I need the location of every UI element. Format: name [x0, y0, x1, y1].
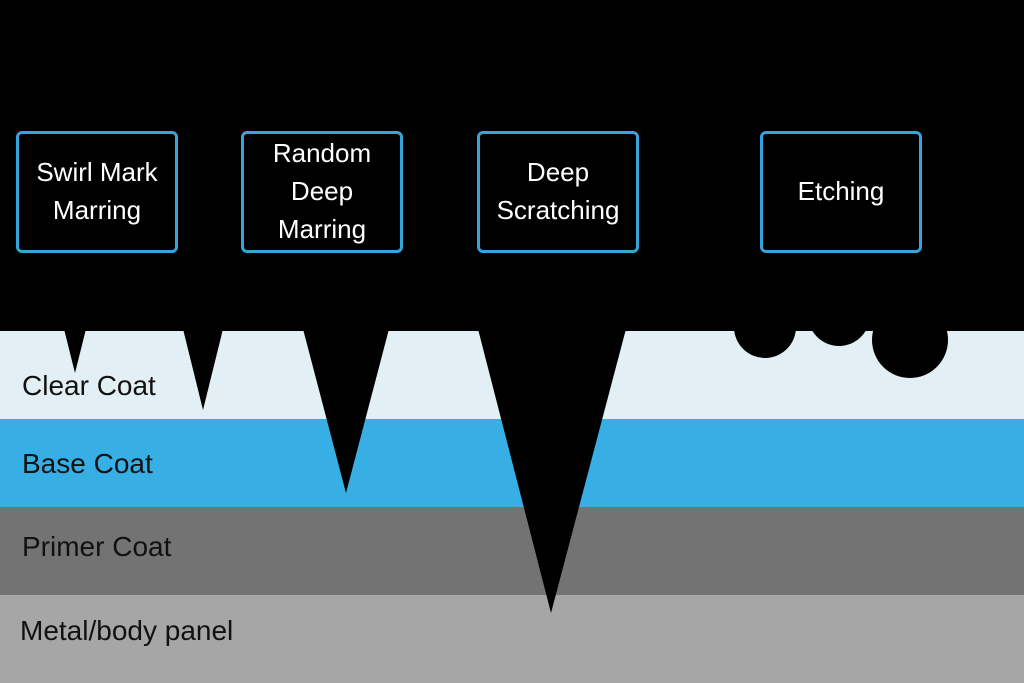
swirl-mark-notch	[64, 329, 86, 373]
metal-panel-layer	[0, 595, 1024, 683]
primer-coat-layer	[0, 507, 1024, 595]
random-deep-marring-spike	[303, 329, 389, 493]
etching-box: Etching	[760, 131, 922, 253]
swirl-mark-marring-box: Swirl Mark Marring	[16, 131, 178, 253]
deep-scratch-spike	[478, 329, 626, 613]
etching-pit	[808, 284, 870, 346]
primer-coat-label: Primer Coat	[22, 531, 172, 562]
random-deep-marring-box: Random Deep Marring	[241, 131, 403, 253]
base-coat-label: Base Coat	[22, 448, 153, 479]
etching-pit	[872, 302, 948, 378]
clear-coat-label: Clear Coat	[22, 370, 156, 401]
random-deep-marring-notch	[183, 329, 223, 410]
metal-panel-label: Metal/body panel	[20, 615, 234, 646]
etching-pit	[734, 296, 796, 358]
deep-scratching-box: Deep Scratching	[477, 131, 639, 253]
